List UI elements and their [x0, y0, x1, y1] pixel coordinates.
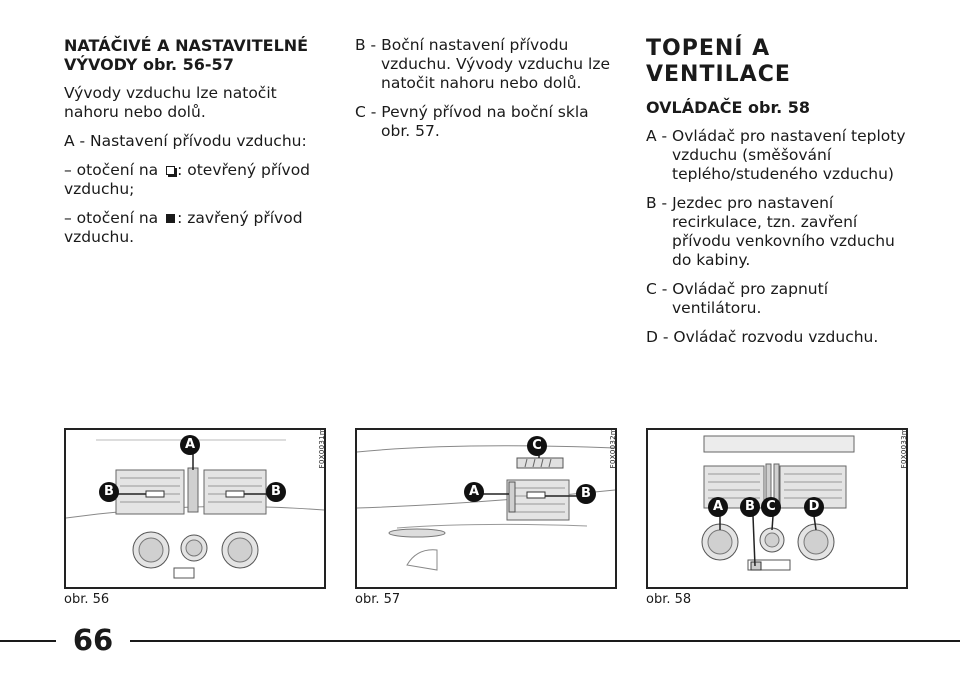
paragraph: A - Nastavení přívodu vzduchu: — [64, 132, 307, 150]
label-text: B — [581, 486, 591, 501]
footer-rule-right — [130, 640, 960, 642]
label-text: A — [468, 484, 480, 499]
figure-code: F0X0031m — [318, 428, 326, 469]
fig57-label-a: A — [464, 482, 484, 502]
text: – otočení na — [64, 161, 164, 179]
fig58-label-b: B — [740, 497, 760, 517]
label-text: C — [532, 438, 542, 453]
label-text: C — [766, 499, 776, 514]
figure-caption: obr. 56 — [64, 592, 110, 607]
column-1: NATÁČIVÉ A NASTAVITELNÉ VÝVODY obr. 56-5… — [64, 36, 326, 257]
fig56-label-a: A — [180, 435, 200, 455]
figure-56 — [64, 428, 326, 589]
fig58-label-d: D — [804, 497, 824, 517]
fig56-label-b-left: B — [99, 482, 119, 502]
text: : zavřený přívod vzduchu. — [64, 209, 303, 246]
figure-code: F0X0032m — [609, 428, 617, 469]
fig58-label-a: A — [708, 497, 728, 517]
section-title: TOPENÍ A VENTILACE — [646, 36, 791, 87]
label-text: B — [745, 499, 755, 514]
paragraph-open: – otočení na : otevřený přívod vzduchu; — [64, 161, 326, 199]
column-2: B - Boční nastavení přívodu vzduchu. Výv… — [355, 36, 617, 151]
list-item-b: B - Boční nastavení přívodu vzduchu. Výv… — [355, 36, 610, 92]
figure-57 — [355, 428, 617, 589]
paragraph: Vývody vzduchu lze natočit nahoru nebo d… — [64, 84, 277, 121]
text: : otevřený přívod vzduchu; — [64, 161, 311, 198]
list-item-d: D - Ovládač rozvodu vzduchu. — [646, 328, 879, 346]
fig56-label-b-right: B — [266, 482, 286, 502]
paragraph-closed: – otočení na : zavřený přívod vzduchu. — [64, 209, 326, 247]
label-text: A — [184, 437, 196, 452]
fig58-label-c: C — [761, 497, 781, 517]
label-text: B — [104, 484, 114, 499]
fig57-label-b: B — [576, 484, 596, 504]
section-subtitle: OVLÁDAČE obr. 58 — [646, 98, 811, 117]
text: – otočení na — [64, 209, 164, 227]
footer-rule-left — [0, 640, 56, 642]
column-3: TOPENÍ A VENTILACE OVLÁDAČE obr. 58 A - … — [646, 36, 908, 357]
open-square-icon — [166, 166, 176, 175]
figure-caption: obr. 57 — [355, 592, 401, 607]
figure-code: F0X0033m — [900, 428, 908, 469]
filled-square-icon — [166, 214, 176, 223]
figure-caption: obr. 58 — [646, 592, 692, 607]
label-text: A — [712, 499, 724, 514]
label-text: D — [808, 499, 820, 514]
section-heading-vents: NATÁČIVÉ A NASTAVITELNÉ VÝVODY obr. 56-5… — [64, 36, 309, 74]
list-item-c: C - Pevný přívod na boční skla obr. 57. — [355, 103, 589, 140]
page-number: 66 — [72, 623, 114, 657]
label-text: B — [271, 484, 281, 499]
fig57-label-c: C — [527, 436, 547, 456]
list-item-b: B - Jezdec pro nastavení recirkulace, tz… — [646, 194, 895, 269]
list-item-a: A - Ovládač pro nastavení teploty vzduch… — [646, 127, 906, 183]
list-item-c: C - Ovládač pro zapnutí ventilátoru. — [646, 280, 829, 317]
